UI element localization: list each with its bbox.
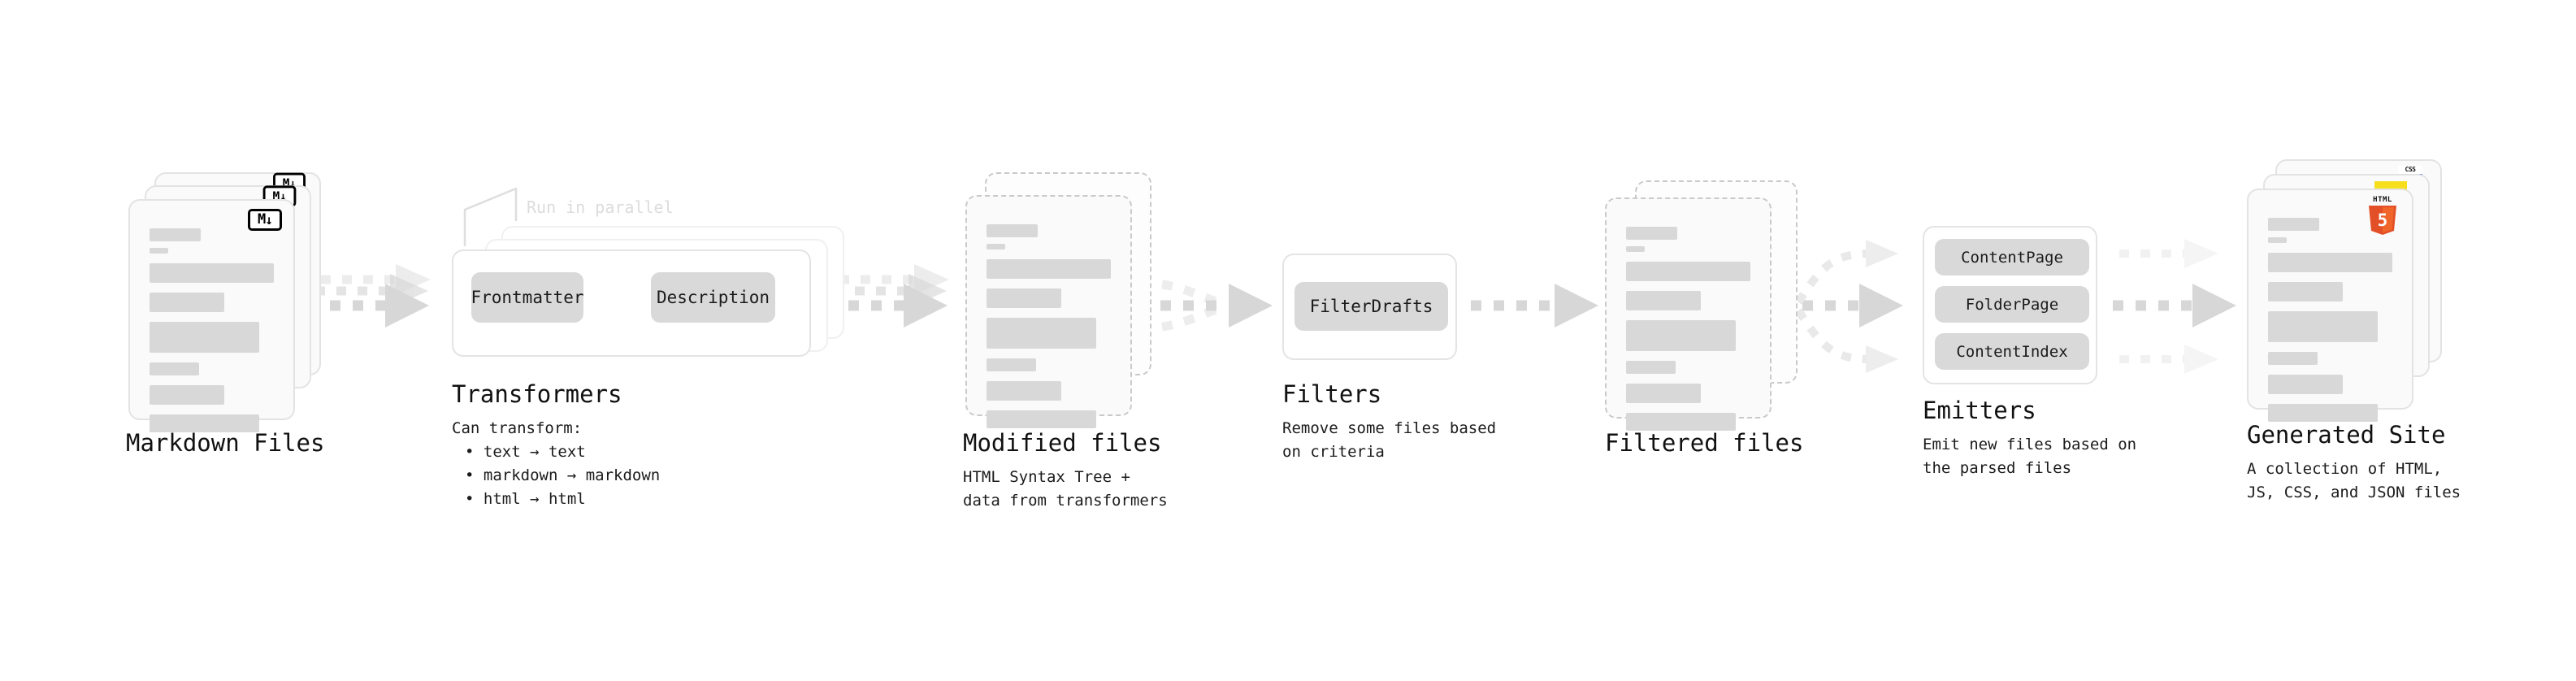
skeleton-bar: [150, 248, 168, 254]
filters-subtitle: Remove some files based on criteria: [1282, 419, 1497, 461]
arrow-markdown-to-transformers: [307, 264, 431, 327]
filters-box[interactable]: FilterDrafts: [1282, 254, 1457, 360]
skeleton-bar: [150, 362, 200, 375]
skeleton-bar: [150, 385, 224, 405]
transformer-chip-frontmatter[interactable]: Frontmatter: [471, 272, 584, 323]
site-card-front[interactable]: HTML 5: [2247, 189, 2413, 422]
skeleton-bar: [1626, 291, 1701, 310]
markdown-badge-letter: M: [258, 211, 266, 228]
html5-badge-icon: HTML 5: [2366, 192, 2400, 239]
modified-files-title: Modified files: [963, 429, 1162, 457]
skeleton-bar: [2268, 218, 2319, 231]
transformers-box[interactable]: Frontmatter Description: [452, 249, 811, 357]
emitter-chip-label: FolderPage: [1965, 295, 2059, 314]
skeleton-bar: [2268, 253, 2392, 272]
skeleton-bar: [150, 293, 224, 312]
emitter-chip-folderpage[interactable]: FolderPage: [1935, 286, 2089, 323]
skeleton-bar: [2268, 375, 2343, 394]
skeleton-bar: [987, 244, 1005, 249]
skeleton-bar: [1626, 262, 1750, 281]
filtered-files-title: Filtered files: [1605, 429, 1804, 457]
skeleton-bar: [150, 322, 259, 353]
skeleton-bar: [150, 228, 201, 241]
emitters-box[interactable]: ContentPage FolderPage ContentIndex: [1923, 226, 2097, 384]
emitter-chip-contentindex[interactable]: ContentIndex: [1935, 333, 2089, 370]
arrow-modified-to-filters: [1138, 278, 1273, 333]
skeleton-bar: [1626, 384, 1701, 403]
markdown-card-front[interactable]: M↓: [128, 199, 295, 432]
arrow-filtered-to-emitters: [1780, 240, 1903, 373]
emitter-chip-label: ContentIndex: [1956, 342, 2068, 361]
filter-chip-label: FilterDrafts: [1309, 297, 1433, 316]
skeleton-bar: [2268, 311, 2378, 342]
skeleton-bar: [150, 263, 274, 283]
transformer-chip-description[interactable]: Description: [651, 272, 775, 323]
skeleton-bar: [987, 318, 1096, 349]
css-badge-text: CSS: [2405, 166, 2416, 173]
emitters-subtitle: Emit new files based on the parsed files: [1923, 436, 2137, 477]
skeleton-bar: [1626, 361, 1676, 374]
transformers-bullet-2: • html → html: [465, 490, 586, 508]
filter-chip-filterdrafts[interactable]: FilterDrafts: [1295, 282, 1448, 331]
emitter-chip-contentpage[interactable]: ContentPage: [1935, 239, 2089, 275]
svg-text:5: 5: [2378, 210, 2388, 230]
transformer-chip-label: Frontmatter: [471, 288, 584, 307]
skeleton-bar: [2268, 404, 2378, 422]
skeleton-bar: [2268, 352, 2318, 365]
transformer-chip-label: Description: [656, 288, 770, 307]
filtered-skeleton-bars: [1626, 227, 1750, 440]
transformers-bullet-0: • text → text: [465, 443, 586, 461]
skeleton-bar: [987, 259, 1111, 279]
filtered-card-front[interactable]: [1605, 197, 1772, 431]
generated-site-title: Generated Site: [2247, 421, 2446, 449]
arrow-emitters-to-site: [2113, 239, 2236, 374]
skeleton-bar: [987, 381, 1061, 401]
markdown-files-title: Markdown Files: [126, 429, 325, 457]
transformers-title: Transformers: [452, 380, 622, 408]
skeleton-bar: [987, 410, 1096, 428]
skeleton-bar: [1626, 413, 1736, 431]
skeleton-bar: [2268, 282, 2343, 301]
skeleton-bar: [2268, 237, 2287, 243]
arrow-filters-to-filtered: [1471, 284, 1598, 327]
transformers-intro: Can transform:: [452, 419, 583, 437]
filters-title: Filters: [1282, 380, 1382, 408]
modified-files-subtitle: HTML Syntax Tree + data from transformer…: [963, 468, 1168, 510]
svg-text:HTML: HTML: [2373, 196, 2392, 204]
emitters-title: Emitters: [1923, 397, 2036, 424]
modified-skeleton-bars: [987, 224, 1111, 438]
markdown-badge-text: M: [282, 176, 290, 190]
run-in-parallel-label: Run in parallel: [527, 197, 674, 217]
skeleton-bar: [987, 358, 1037, 371]
markdown-badge-text-2: M: [272, 189, 280, 203]
skeleton-bar: [987, 224, 1038, 237]
emitter-chip-label: ContentPage: [1961, 248, 2063, 267]
modified-card-front[interactable]: [965, 195, 1132, 428]
markdown-logo-icon: M↓: [248, 209, 282, 231]
skeleton-bar: [1626, 320, 1736, 351]
site-skeleton-bars: [2268, 218, 2392, 432]
skeleton-bar: [1626, 246, 1645, 252]
skeleton-bar: [1626, 227, 1677, 240]
skeleton-bar: [150, 414, 259, 432]
transformers-bullet-1: • markdown → markdown: [465, 466, 661, 484]
generated-site-subtitle: A collection of HTML, JS, CSS, and JSON …: [2247, 460, 2461, 501]
markdown-skeleton-bars: [150, 228, 274, 442]
skeleton-bar: [987, 288, 1061, 308]
